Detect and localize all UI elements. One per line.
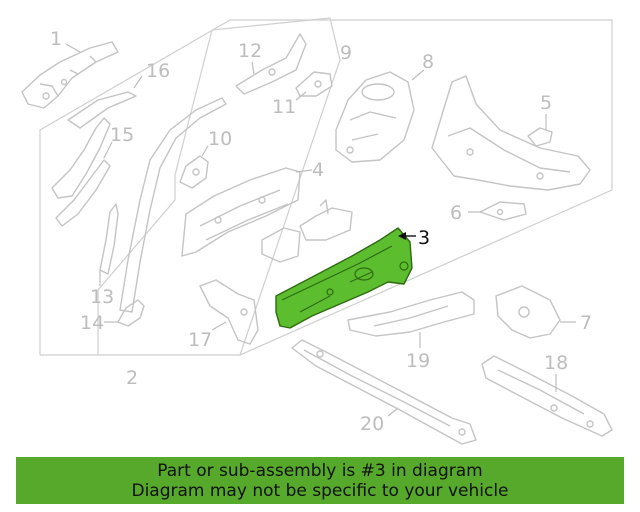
leader-17 — [211, 321, 227, 331]
part-19-crossmember[interactable] — [347, 291, 475, 337]
callout-17[interactable]: 17 — [188, 329, 212, 351]
callout-14[interactable]: 14 — [80, 312, 104, 334]
callout-16[interactable]: 16 — [146, 60, 170, 82]
callout-10[interactable]: 10 — [208, 128, 232, 150]
callout-4[interactable]: 4 — [312, 159, 324, 181]
part-info-banner: Part or sub-assembly is #3 in diagram Di… — [16, 457, 624, 504]
callout-7[interactable]: 7 — [580, 312, 592, 334]
leader-3-arrow — [398, 232, 406, 240]
part-10-bracket[interactable] — [179, 155, 209, 189]
callout-12[interactable]: 12 — [238, 40, 262, 62]
part-4-apron[interactable] — [181, 167, 301, 257]
part-18-rail[interactable] — [481, 355, 613, 437]
leader-16 — [133, 75, 143, 89]
callout-18[interactable]: 18 — [544, 352, 568, 374]
leader-12 — [251, 61, 255, 75]
part-upper-member[interactable] — [431, 75, 591, 191]
callout-1[interactable]: 1 — [50, 28, 62, 50]
part-2-side-member[interactable] — [119, 97, 227, 313]
banner-line-disclaimer: Diagram may not be specific to your vehi… — [131, 480, 509, 501]
banner-line-part: Part or sub-assembly is #3 in diagram — [157, 460, 483, 481]
callout-20[interactable]: 20 — [360, 413, 384, 435]
leader-10 — [201, 145, 209, 157]
subassembly-frame-outline — [97, 17, 341, 356]
parts-diagram: 1 2 3 4 5 6 7 8 9 10 11 12 13 14 15 16 1… — [21, 17, 613, 445]
callout-9[interactable]: 9 — [340, 42, 352, 64]
part-8-strut-tower[interactable] — [335, 71, 415, 163]
leader-4 — [295, 169, 313, 173]
part-6-bracket[interactable] — [479, 201, 527, 221]
part-14-bracket[interactable] — [117, 299, 145, 327]
part-11-clip[interactable] — [295, 71, 333, 97]
callout-5[interactable]: 5 — [540, 92, 552, 114]
callout-13[interactable]: 13 — [90, 286, 114, 308]
part-15-reinforcement[interactable] — [51, 117, 111, 227]
part-1-bracket[interactable] — [21, 41, 119, 109]
part-5-bracket[interactable] — [527, 127, 553, 147]
part-middle-brackets[interactable] — [261, 199, 353, 263]
part-13-pillar[interactable] — [99, 203, 119, 275]
leader-8 — [411, 69, 425, 81]
leader-15 — [103, 141, 113, 159]
part-12-bracket[interactable] — [235, 33, 307, 95]
part-20-brace[interactable] — [291, 339, 477, 445]
callout-11[interactable]: 11 — [272, 96, 296, 118]
leader-1 — [65, 43, 81, 53]
part-16-rail[interactable] — [67, 91, 137, 129]
callout-6[interactable]: 6 — [450, 202, 462, 224]
leader-20 — [387, 407, 399, 417]
callout-3[interactable]: 3 — [418, 227, 430, 249]
part-3-body — [275, 227, 413, 329]
callout-8[interactable]: 8 — [422, 51, 434, 73]
leader-11 — [295, 91, 307, 101]
callout-15[interactable]: 15 — [110, 124, 134, 146]
part-7-gusset[interactable] — [495, 285, 561, 339]
callout-19[interactable]: 19 — [406, 350, 430, 372]
part-3-front-side-member[interactable] — [275, 227, 413, 329]
part-17-bracket[interactable] — [199, 279, 259, 345]
callout-2[interactable]: 2 — [126, 367, 138, 389]
